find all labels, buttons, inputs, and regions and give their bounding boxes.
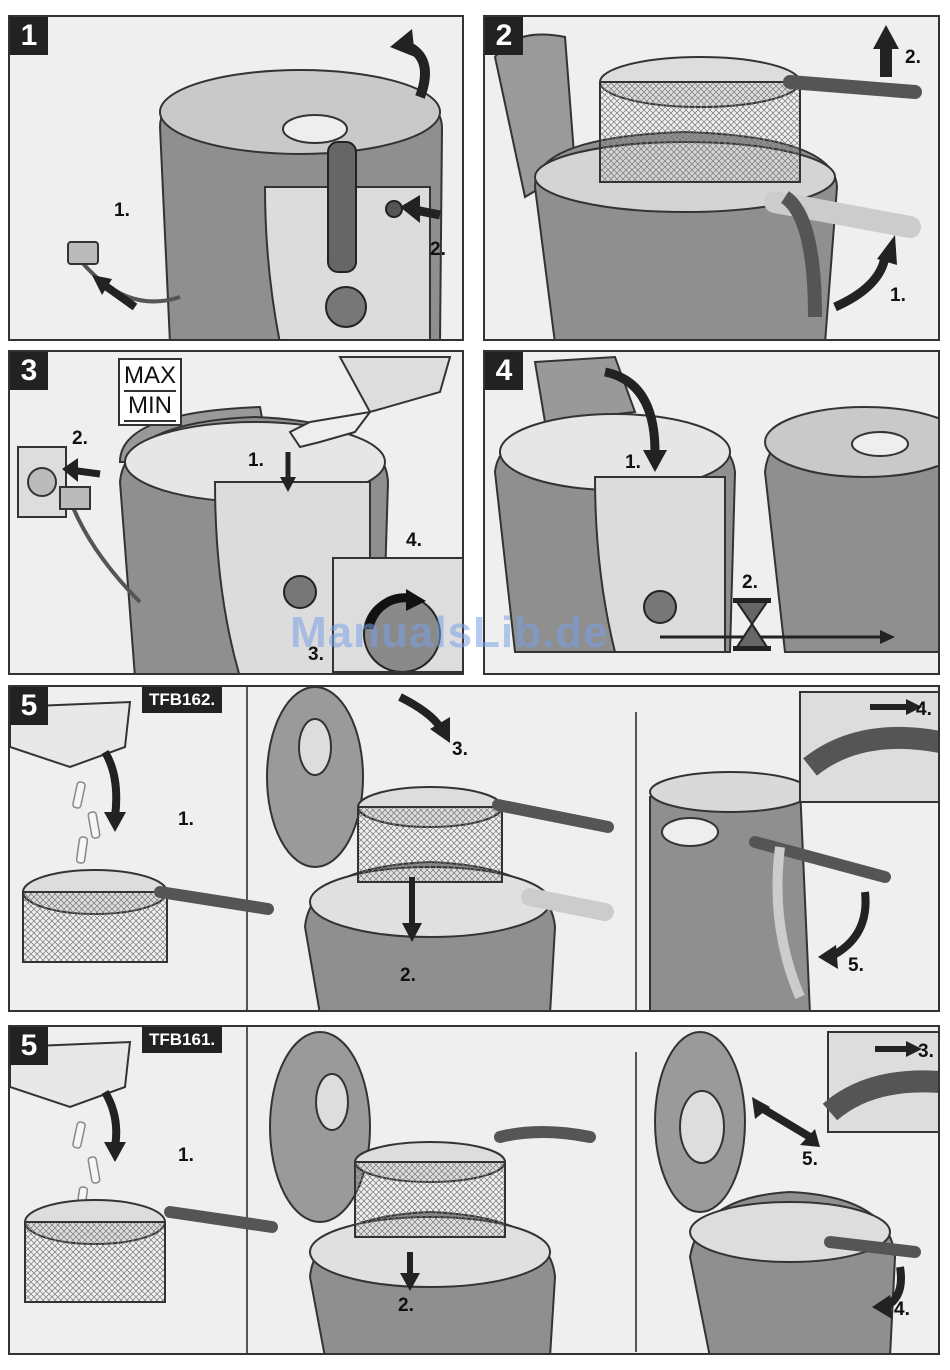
step-label: 2. xyxy=(430,239,446,261)
step-label: 2. xyxy=(398,1295,414,1317)
panel-step-2: 2 2. 1. xyxy=(483,15,940,341)
basket-icon xyxy=(25,1222,165,1302)
basket-icon xyxy=(355,1162,505,1237)
oil-bottle-icon xyxy=(290,357,450,447)
model-tag: TFB161. xyxy=(142,1027,222,1053)
fryer-basket-illustration xyxy=(485,17,940,341)
plug-icon xyxy=(68,242,98,264)
panel-step-5-tfb161: 5 TFB161. 1. 2. 3. 5. 4. xyxy=(8,1025,940,1355)
step-number-badge: 4 xyxy=(485,352,523,390)
step-label: 5. xyxy=(802,1149,818,1171)
max-min-scale: MAX MIN xyxy=(118,358,182,426)
step-label: 5. xyxy=(848,955,864,977)
step-label: 1. xyxy=(178,809,194,831)
step-number-badge: 2 xyxy=(485,17,523,55)
max-marker: MAX xyxy=(124,362,176,392)
step-label: 4. xyxy=(894,1299,910,1321)
panel-step-1: 1 1. 2. xyxy=(8,15,464,341)
watermark: ManualsLib.de xyxy=(290,608,609,658)
step-number-badge: 1 xyxy=(10,17,48,55)
panel-step-5-tfb162: 5 TFB162. 1. 3. 2. 4. 5. xyxy=(8,685,940,1012)
step-label: 2. xyxy=(742,572,758,594)
step-label: 1. xyxy=(178,1145,194,1167)
step-label: 1. xyxy=(248,450,264,472)
step-label: 2. xyxy=(72,428,88,450)
step-label: 1. xyxy=(890,285,906,307)
fryer-illustration xyxy=(10,17,464,341)
step-label: 2. xyxy=(400,965,416,987)
basket-icon xyxy=(600,82,800,182)
step-label: 1. xyxy=(625,452,641,474)
step-number-badge: 3 xyxy=(10,352,48,390)
min-marker: MIN xyxy=(124,392,176,422)
basket-icon xyxy=(23,892,167,962)
step-number-badge: 5 xyxy=(10,1027,48,1065)
hourglass-icon xyxy=(733,598,771,651)
basket-icon xyxy=(358,807,502,882)
step-label: 1. xyxy=(114,200,130,222)
step-label: 4. xyxy=(916,699,932,721)
step-label: 3. xyxy=(918,1041,934,1063)
step-label: 2. xyxy=(905,47,921,69)
tfb161-illustration xyxy=(10,1027,940,1355)
step-label: 3. xyxy=(452,739,468,761)
step-label: 4. xyxy=(406,530,422,552)
plug-icon xyxy=(60,487,90,509)
model-tag: TFB162. xyxy=(142,687,222,713)
tfb162-illustration xyxy=(10,687,940,1012)
fries-icon xyxy=(72,781,100,863)
step-number-badge: 5 xyxy=(10,687,48,725)
